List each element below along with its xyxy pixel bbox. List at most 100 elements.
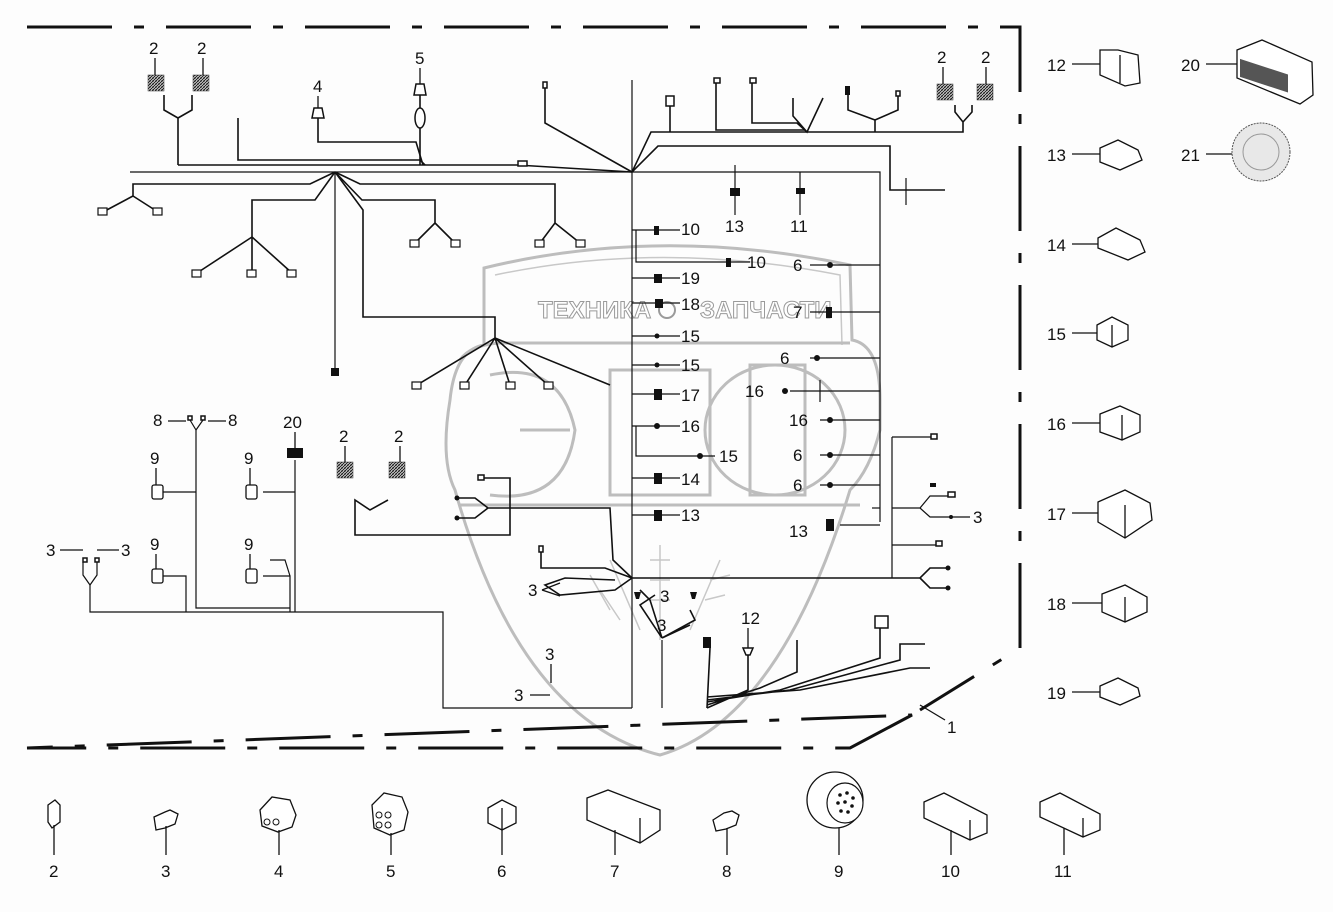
callout: 5	[415, 49, 424, 68]
callout: 3	[528, 581, 537, 600]
callout: 3	[660, 587, 669, 606]
part-number: 19	[1047, 684, 1066, 703]
part-6[interactable]: 6	[487, 799, 517, 881]
harness-connectors	[82, 74, 994, 656]
part-number: 5	[386, 862, 395, 881]
part-17[interactable]: 17	[1047, 489, 1153, 539]
callout: 6	[780, 349, 789, 368]
label-disc-21-icon	[1231, 122, 1291, 182]
part-4[interactable]: 4	[259, 796, 297, 881]
callout: 3	[657, 616, 666, 635]
callout: 2	[149, 39, 158, 58]
callout: 6	[793, 476, 802, 495]
callout: 4	[313, 77, 322, 96]
watermark-left-text: ТЕХНИКА	[538, 297, 651, 324]
callout: 18	[681, 295, 700, 314]
connector-6-icon	[487, 799, 517, 831]
connector-18-icon	[1101, 584, 1148, 623]
part-10[interactable]: 10	[923, 792, 988, 881]
part-number: 17	[1047, 505, 1066, 524]
part-11[interactable]: 11	[1039, 792, 1101, 881]
parts-legend-bottom: 2 3 4 5 6 7	[47, 771, 1101, 881]
part-number: 20	[1181, 56, 1200, 75]
part-number: 21	[1181, 146, 1200, 165]
part-9[interactable]: 9	[806, 771, 864, 881]
terminal-2-icon	[388, 461, 406, 479]
connector-4-icon	[259, 796, 297, 833]
part-number: 11	[1054, 862, 1072, 881]
terminal-2-icon	[976, 83, 994, 101]
part-number: 16	[1047, 415, 1066, 434]
callout: 3	[973, 508, 982, 527]
connector-5-icon	[413, 83, 427, 96]
connector-10-icon	[923, 792, 988, 841]
callout: 9	[150, 535, 159, 554]
callout: 8	[153, 411, 162, 430]
part-5[interactable]: 5	[371, 792, 409, 881]
callout: 2	[339, 427, 348, 446]
connector-4-icon	[311, 107, 325, 119]
callout: 3	[545, 645, 554, 664]
terminal-8-icon	[712, 810, 740, 832]
part-number: 18	[1047, 595, 1066, 614]
part-16[interactable]: 16	[1047, 405, 1141, 441]
part-8[interactable]: 8	[712, 810, 740, 881]
part-number: 14	[1047, 236, 1066, 255]
callout: 2	[937, 48, 946, 67]
harness-wires	[82, 80, 973, 709]
part-12[interactable]: 12	[1047, 49, 1141, 87]
part-21[interactable]: 21	[1181, 122, 1291, 182]
callout: 15	[681, 327, 700, 346]
terminal-2-icon	[936, 83, 954, 101]
callout: 16	[789, 411, 808, 430]
callout: 6	[793, 446, 802, 465]
part-19[interactable]: 19	[1047, 677, 1141, 706]
callout: 19	[681, 269, 700, 288]
terminal-2-icon	[47, 799, 61, 829]
part-20[interactable]: 20	[1181, 39, 1314, 105]
callout: 2	[197, 39, 206, 58]
connector-7-icon	[586, 789, 661, 844]
parts-legend-right: 12 20 13 21 14 15	[1047, 39, 1314, 706]
callout: 3	[121, 541, 130, 560]
callout: 2	[981, 48, 990, 67]
frame-callout: 1	[947, 718, 956, 737]
connector-19-icon	[1099, 677, 1141, 706]
callout: 17	[681, 386, 700, 405]
part-2[interactable]: 2	[47, 799, 61, 881]
callout: 15	[681, 356, 700, 375]
watermark-right-text: ЗАПЧАСТИ	[700, 297, 832, 324]
connector-17-icon	[1097, 489, 1153, 539]
callout: 14	[681, 470, 700, 489]
part-number: 10	[941, 862, 960, 881]
part-number: 6	[497, 862, 506, 881]
part-number: 15	[1047, 325, 1066, 344]
part-number: 7	[610, 862, 619, 881]
part-number: 4	[274, 862, 283, 881]
connector-14-icon	[1097, 227, 1146, 261]
callout: 16	[745, 382, 764, 401]
terminal-2-icon	[192, 74, 210, 92]
part-13[interactable]: 13	[1047, 139, 1143, 171]
gear-icon	[658, 301, 676, 319]
callout: 7	[793, 303, 802, 322]
part-3[interactable]: 3	[153, 809, 179, 881]
part-number: 8	[722, 862, 731, 881]
callout: 12	[741, 609, 760, 628]
part-14[interactable]: 14	[1047, 227, 1146, 261]
grommet-icon	[414, 107, 426, 129]
connector-12-icon	[1099, 49, 1141, 87]
callout: 9	[244, 449, 253, 468]
callout: 8	[228, 411, 237, 430]
callout: 11	[790, 217, 808, 236]
connector-11-icon	[1039, 792, 1101, 838]
callout: 2	[394, 427, 403, 446]
callout: 3	[514, 686, 523, 705]
part-7[interactable]: 7	[586, 789, 661, 881]
callout: 9	[244, 535, 253, 554]
part-15[interactable]: 15	[1047, 316, 1129, 348]
part-number: 2	[49, 862, 58, 881]
harness-frame: 1	[26, 25, 1022, 750]
part-18[interactable]: 18	[1047, 584, 1148, 623]
